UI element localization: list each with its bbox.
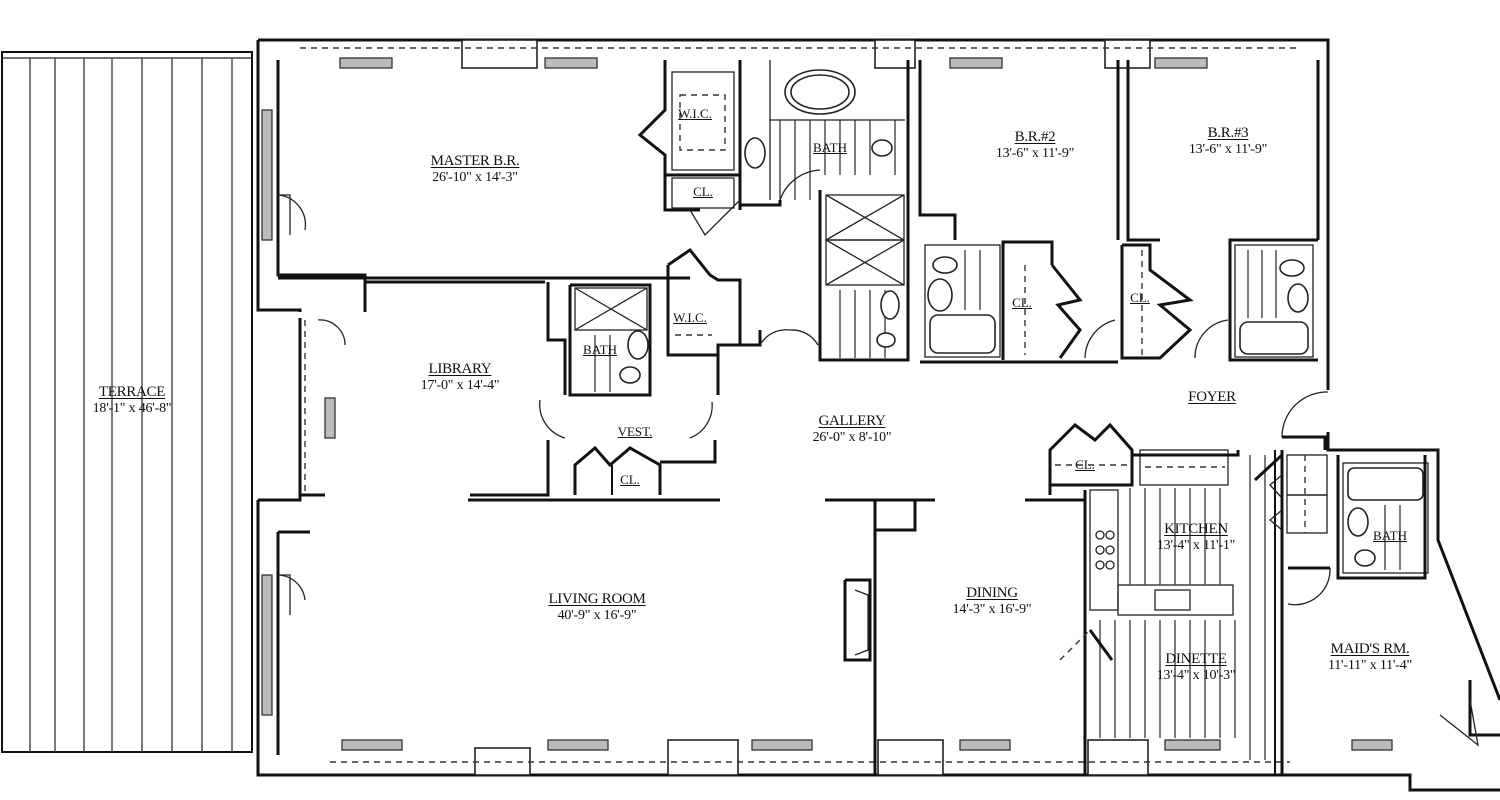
label-closet-master: CL. xyxy=(693,184,713,199)
room-label-terrace: TERRACE 18'-1" x 46'-8" xyxy=(93,383,172,417)
label-closet-br3: CL. xyxy=(1130,290,1150,305)
room-label-dining: DINING 14'-3" x 16'-9" xyxy=(953,584,1032,618)
room-name: DINETTE xyxy=(1165,651,1227,667)
room-name: LIVING ROOM xyxy=(548,591,646,607)
room-name: B.R.#2 xyxy=(1014,129,1056,145)
room-dimensions: 13'-6" x 11'-9" xyxy=(995,146,1075,162)
bottom-windows xyxy=(330,739,1393,776)
room-label-br3: B.R.#3 13'-6" x 11'-9" xyxy=(1189,124,1267,158)
terrace-doors xyxy=(261,109,346,716)
master-bath xyxy=(740,60,910,362)
room-name: DINING xyxy=(966,585,1018,601)
room-label-master-br: MASTER B.R. 26'-10" x 14'-3" xyxy=(431,152,520,186)
label-closet-br2: CL. xyxy=(1012,295,1032,310)
room-label-dinette: DINETTE 13'-4" x 10'-3" xyxy=(1157,650,1236,684)
room-name: MAID'S RM. xyxy=(1330,641,1410,657)
room-name: LIBRARY xyxy=(428,361,492,377)
room-dimensions: 14'-3" x 16'-9" xyxy=(952,602,1032,618)
top-windows xyxy=(300,39,1300,69)
gallery-walls xyxy=(740,329,1085,775)
label-bath-library: BATH xyxy=(583,342,617,357)
label-vestibule: VEST. xyxy=(617,424,653,439)
room-name: B.R.#3 xyxy=(1207,125,1249,141)
label-bath-maid: BATH xyxy=(1373,528,1407,543)
room-dimensions: 26'-0" x 8'-10" xyxy=(812,430,892,446)
room-name: TERRACE xyxy=(98,384,166,400)
label-bath-master: BATH xyxy=(813,140,847,155)
room-dimensions: 18'-1" x 46'-8" xyxy=(92,401,172,417)
room-name: GALLERY xyxy=(818,413,886,429)
bedroom-2-walls xyxy=(918,60,1320,364)
bedroom-3-walls xyxy=(1120,243,1314,360)
master-bedroom-walls xyxy=(278,60,742,284)
room-label-maids-rm: MAID'S RM. 11'-11" x 11'-4" xyxy=(1328,640,1412,674)
room-dimensions: 40'-9" x 16'-9" xyxy=(557,608,637,624)
room-dimensions: 13'-4" x 11'-1" xyxy=(1156,538,1236,554)
label-closet-dining: CL. xyxy=(1075,457,1095,472)
foyer-maid-walls xyxy=(1253,391,1500,790)
label-wic-library: W.I.C. xyxy=(673,310,707,325)
room-name: KITCHEN xyxy=(1164,521,1228,537)
room-label-kitchen: KITCHEN 13'-4" x 11'-1" xyxy=(1157,520,1235,554)
room-label-library: LIBRARY 17'-0" x 14'-4" xyxy=(421,360,500,394)
library-walls xyxy=(298,247,742,502)
room-dimensions: 13'-6" x 11'-9" xyxy=(1188,142,1268,158)
room-dimensions: 26'-10" x 14'-3" xyxy=(432,170,518,186)
room-label-living-room: LIVING ROOM 40'-9" x 16'-9" xyxy=(548,590,645,624)
room-label-gallery: GALLERY 26'-0" x 8'-10" xyxy=(813,412,892,446)
room-dimensions: 17'-0" x 14'-4" xyxy=(420,378,500,394)
kitchen-walls xyxy=(1048,422,1276,775)
room-dimensions: 13'-4" x 10'-3" xyxy=(1156,668,1236,684)
label-closet-vest: CL. xyxy=(620,472,640,487)
terrace-deck xyxy=(1,51,253,753)
room-label-foyer: FOYER xyxy=(1188,388,1236,406)
room-name: MASTER B.R. xyxy=(430,153,520,169)
room-label-br2: B.R.#2 13'-6" x 11'-9" xyxy=(996,128,1074,162)
label-wic-master: W.I.C. xyxy=(678,106,712,121)
room-dimensions: 11'-11" x 11'-4" xyxy=(1327,658,1413,674)
room-name: FOYER xyxy=(1188,389,1236,405)
